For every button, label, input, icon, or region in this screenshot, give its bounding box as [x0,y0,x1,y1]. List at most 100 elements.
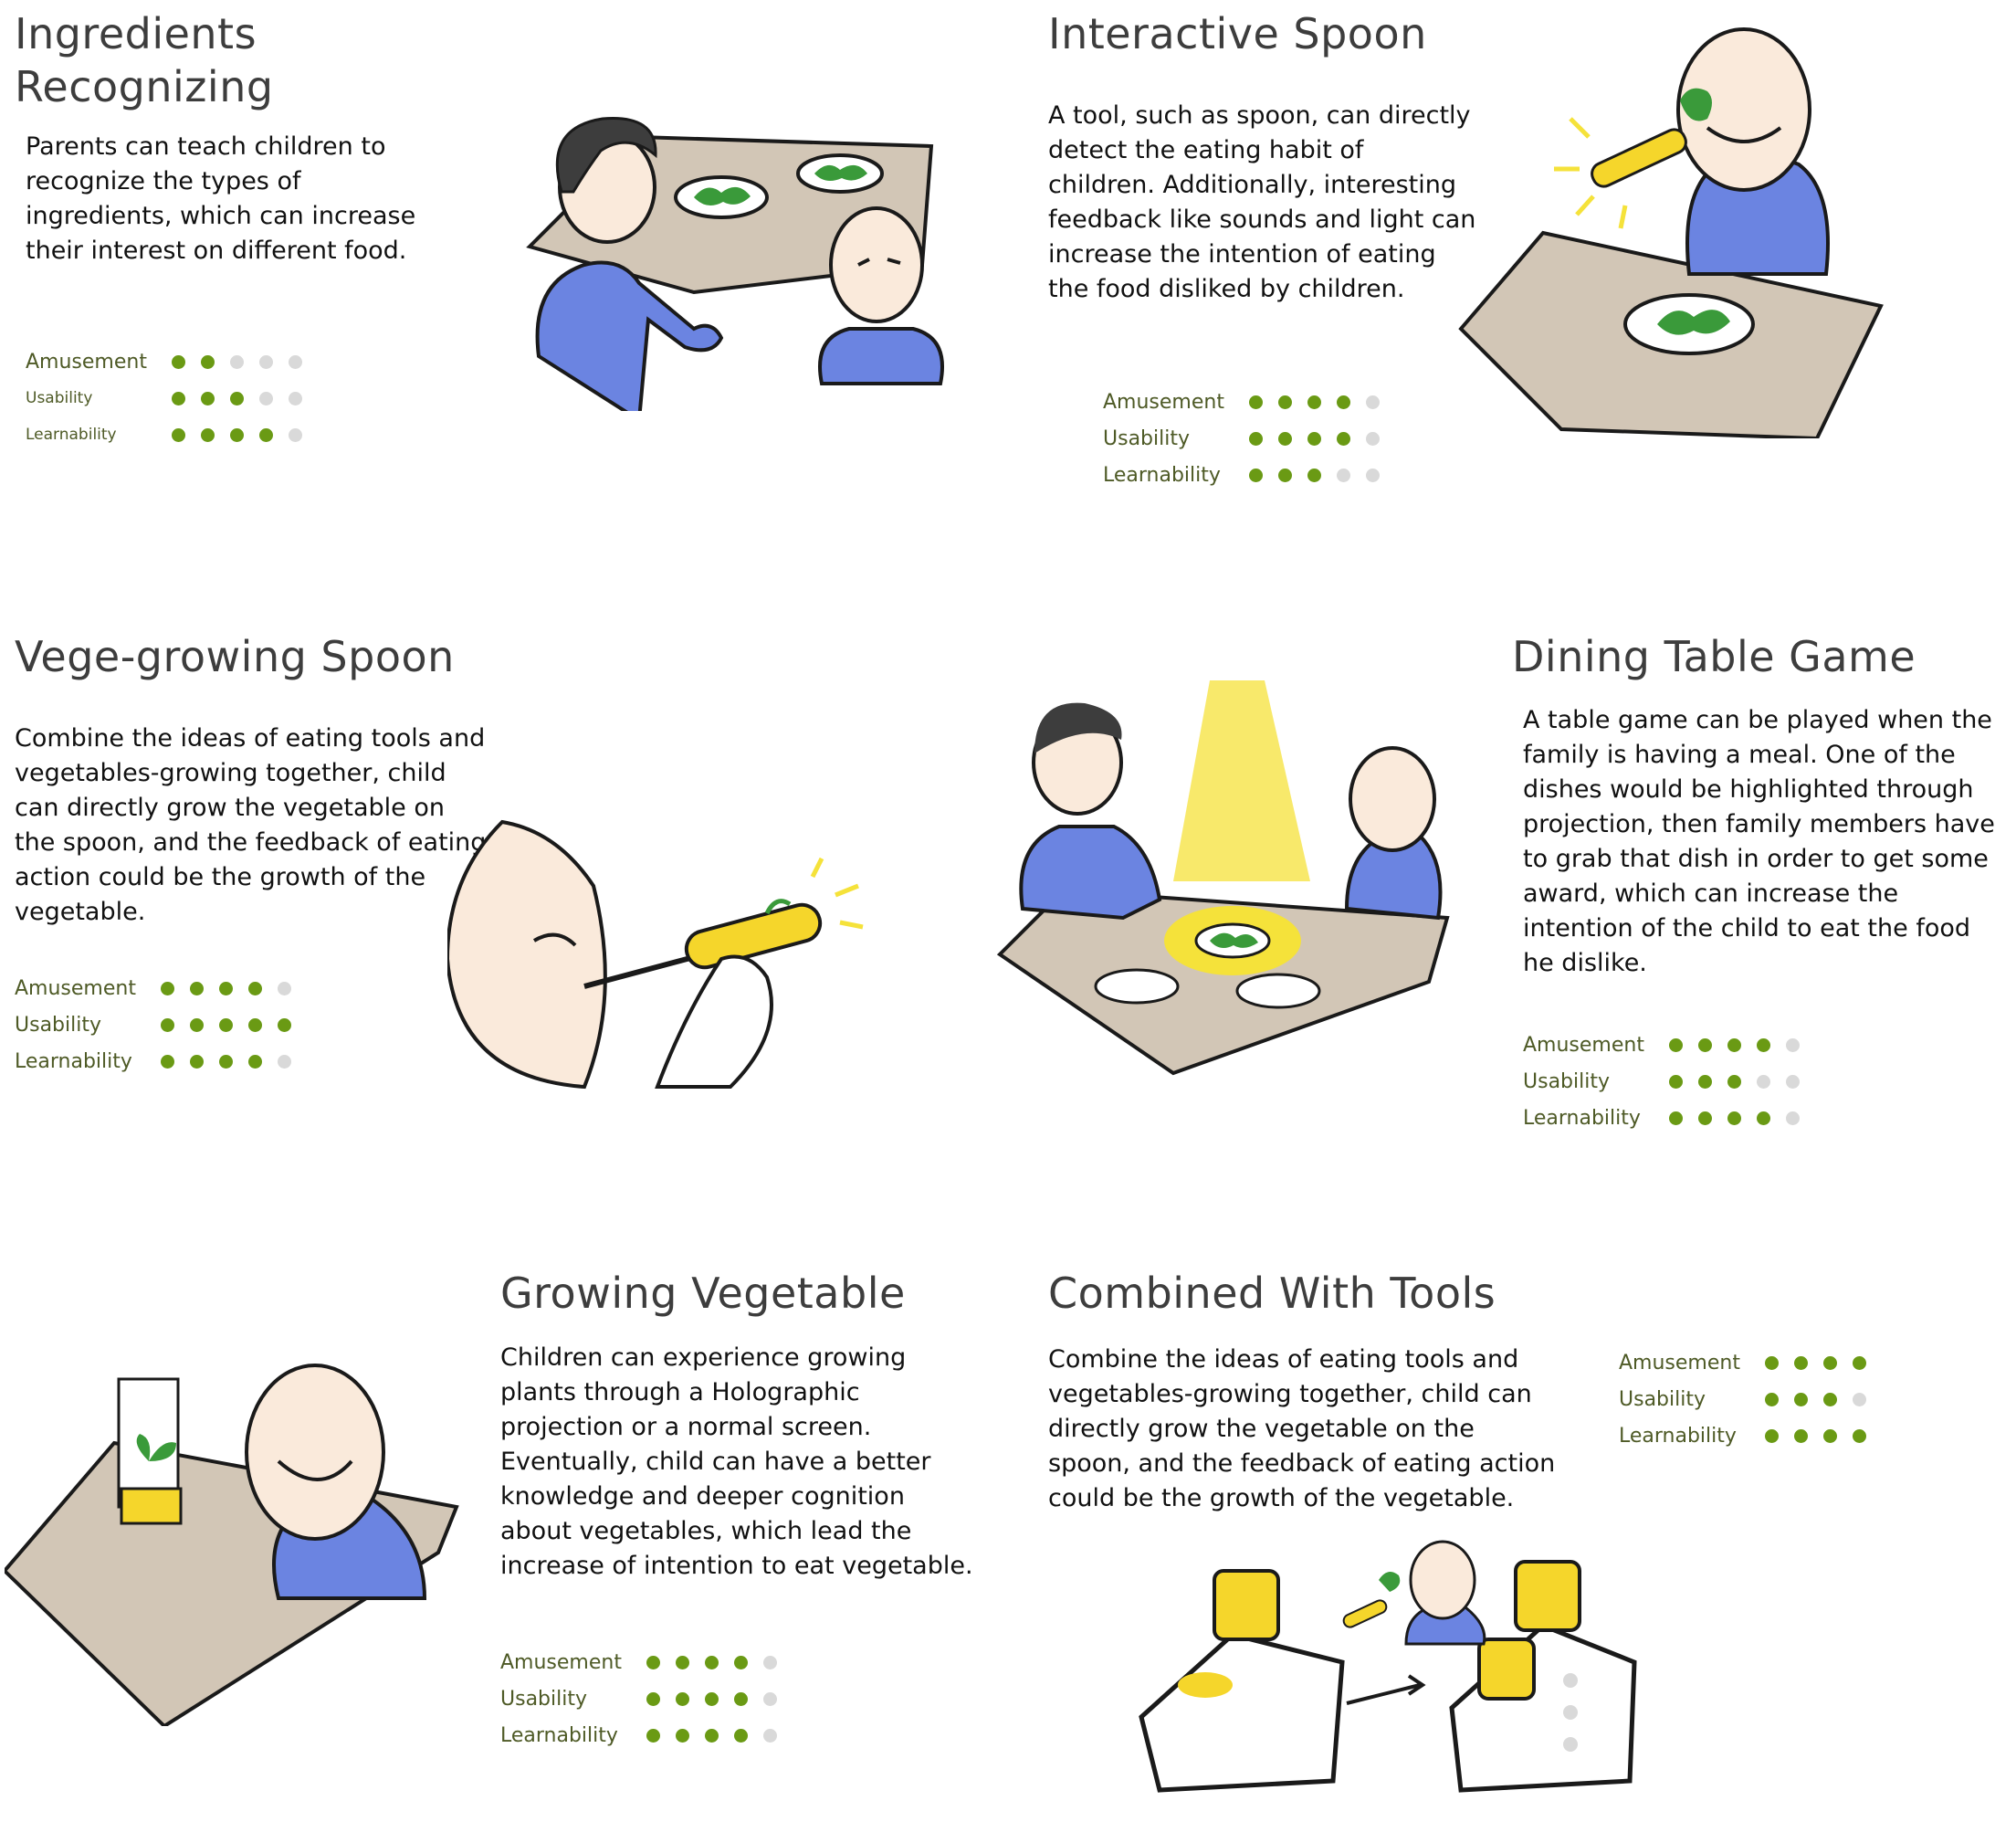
rating-row-learnability: Learnability [1523,1100,1815,1136]
sprout [764,899,792,915]
rating-row-learnability: Learnability [26,416,318,453]
rating-dots [161,1054,307,1069]
rating-dots [1249,431,1395,446]
child-eyes [857,258,901,267]
card-title-interactive-spoon: Interactive Spoon [1048,9,1427,58]
rating-dot [1727,1074,1741,1089]
rating-dot [1757,1037,1770,1052]
rating-dot [1786,1074,1800,1089]
rating-dots [646,1691,793,1706]
yellow-disc [1178,1672,1233,1698]
rating-dot [219,1017,233,1032]
rating-dot [1249,431,1263,446]
rating-label: Learnability [26,426,117,444]
rating-row-usability: Usability [1619,1381,1882,1417]
rating-dots [172,354,318,369]
rating-dots [1249,468,1395,482]
child-face [447,819,607,1090]
rating-dot [230,391,244,405]
rating-dot [278,1054,291,1069]
rating-dots [1669,1074,1815,1089]
rating-row-usability: Usability [500,1680,793,1717]
yellow-cup [1213,1569,1280,1641]
combined-tools-illustration [1132,1525,1643,1799]
vegetable [1680,88,1712,121]
rating-dots [1765,1392,1882,1406]
rating-dot [1794,1428,1808,1443]
rating-dot [1366,431,1380,446]
rating-dot [1698,1111,1712,1125]
rating-dot [1278,468,1292,482]
rating-dot [1698,1037,1712,1052]
yellow-cup [1477,1638,1536,1701]
rating-dot [676,1728,689,1743]
rating-dot [172,391,185,405]
rating-dot [763,1691,777,1706]
screen-base [120,1487,183,1525]
rating-dot [190,981,204,995]
rating-dot [230,354,244,369]
card-description: Parents can teach children to recognize … [26,132,416,265]
rating-dot [763,1728,777,1743]
rating-label: Learnability [15,1049,132,1073]
rating-row-learnability: Learnability [1619,1417,1882,1454]
rating-dots [646,1655,793,1669]
vegetable [1210,932,1258,949]
rating-dots [1765,1355,1882,1370]
rating-dot [1765,1355,1779,1370]
vegetable [814,164,867,182]
rating-dots [161,1017,307,1032]
projection-table-game-illustration [991,680,1465,1082]
rating-dot [161,981,174,995]
projection-beam [1173,680,1310,881]
rating-label: Learnability [1523,1106,1641,1130]
card-description: A tool, such as spoon, can directly dete… [1048,101,1476,303]
rating-dot [705,1728,719,1743]
rating-dot [1366,395,1380,409]
child-smile [277,1459,353,1481]
rating-dot [172,427,185,442]
rating-dot [1727,1111,1741,1125]
rating-dot [219,1054,233,1069]
rating-dot [705,1691,719,1706]
rating-dot [248,1054,262,1069]
rating-dot [259,354,273,369]
rating-dots [161,981,307,995]
card-title-ingredients-recognizing: Ingredients Recognizing [15,7,274,113]
rating-dot [248,981,262,995]
rating-label: Usability [500,1687,587,1711]
parent-child-table-illustration [475,82,986,411]
rating-dot [1823,1355,1837,1370]
rating-dot [646,1655,660,1669]
child-face [829,206,924,323]
rating-dot [172,354,185,369]
rating-dot [1853,1355,1866,1370]
rating-label: Learnability [1103,463,1221,487]
rating-label: Usability [15,1013,101,1037]
rating-dot [646,1728,660,1743]
rating-dot [1307,468,1321,482]
card-title-combined-with-tools: Combined With Tools [1048,1269,1496,1318]
rating-dot [1765,1392,1779,1406]
rating-dot [1794,1355,1808,1370]
rating-dot [190,1017,204,1032]
rating-dot [161,1017,174,1032]
rating-dots [1765,1428,1882,1443]
rating-dot [763,1655,777,1669]
rating-label: Amusement [1103,390,1224,414]
rating-dot [1853,1392,1866,1406]
vegetable [1657,310,1730,335]
rating-row-amusement: Amusement [15,970,307,1006]
child-eye [532,932,577,947]
rating-dot [1278,431,1292,446]
rating-dots [172,427,318,442]
hand [655,954,773,1089]
rating-label: Amusement [26,350,147,374]
rating-dots [1669,1111,1815,1125]
rating-label: Usability [1619,1387,1706,1411]
rating-dot [1786,1037,1800,1052]
rating-dot [1249,468,1263,482]
